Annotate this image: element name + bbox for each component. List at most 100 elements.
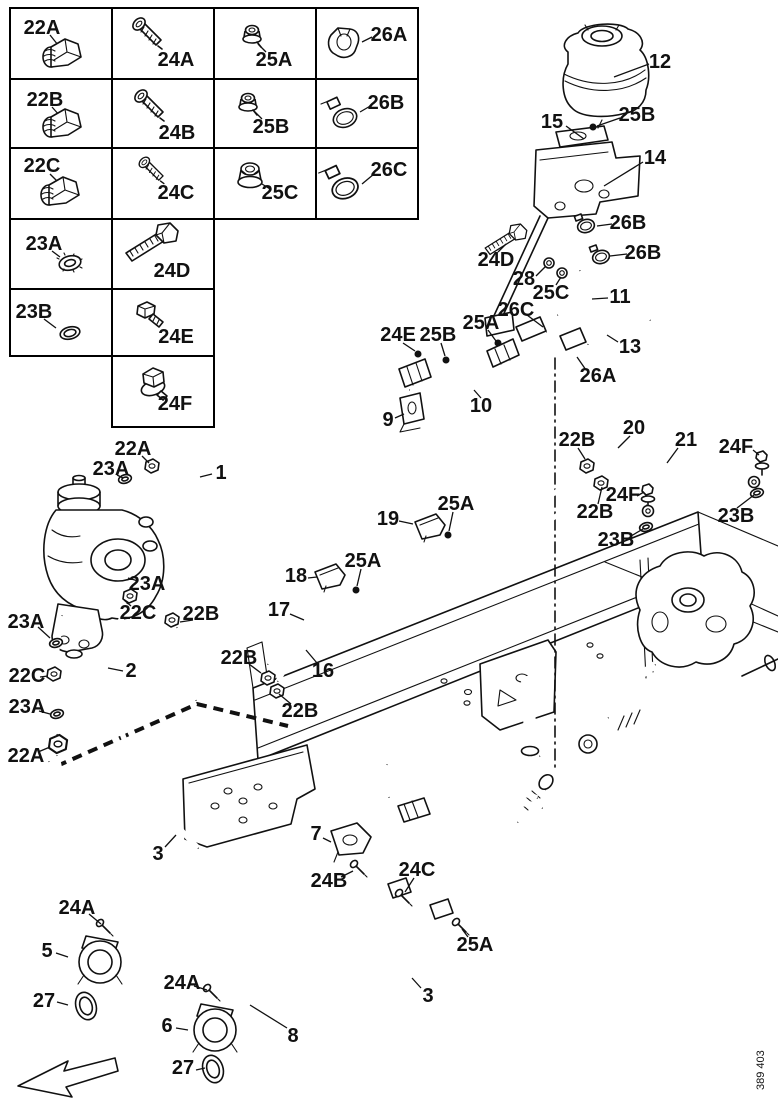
legend-part-label: 22B <box>27 89 64 111</box>
callout-label: 22A <box>8 745 45 767</box>
legend-leader-line <box>361 36 373 43</box>
callout-label: 23A <box>8 611 45 633</box>
callout-leader-line <box>116 474 124 479</box>
callout-label: 26B <box>625 242 662 264</box>
pipe-21 <box>601 475 756 508</box>
callout-label: 22B <box>183 603 220 625</box>
callout-leader-line <box>123 599 132 607</box>
callout-label: 24D <box>478 249 515 271</box>
callout-leader-line <box>38 710 51 715</box>
callout-leader-line <box>127 577 139 582</box>
boltD-icon <box>125 222 179 262</box>
callout-leader-line <box>630 528 644 537</box>
clampS-glyph <box>573 213 597 236</box>
callout-label: 27 <box>33 990 55 1012</box>
callout-target-dot <box>352 586 360 594</box>
callout-label: 26C <box>498 299 535 321</box>
callout-label: 23B <box>718 505 755 527</box>
callout-label: 8 <box>287 1025 298 1047</box>
callout-leader-line <box>576 356 587 371</box>
callout-label: 16 <box>312 660 334 682</box>
callout-leader-line <box>88 913 102 925</box>
callout-label: 25A <box>438 493 475 515</box>
legend-part-label: 24F <box>158 393 192 415</box>
reservoir-bracket-15 <box>555 119 609 148</box>
callout-label: 22B <box>221 647 258 669</box>
callout-label: 10 <box>470 395 492 417</box>
callout-label: 25A <box>457 934 494 956</box>
screwSm-glyph <box>450 916 470 936</box>
eyelet-glyph <box>747 475 761 489</box>
callout-label: 22C <box>9 665 46 687</box>
screw-icon <box>129 14 163 50</box>
callout-leader-line <box>596 117 621 127</box>
callout-leader-line <box>307 576 318 579</box>
callout-leader-line <box>193 985 208 991</box>
callout-label: 13 <box>619 336 641 358</box>
callout-label: 25C <box>533 282 570 304</box>
callout-label: 24F <box>719 436 753 458</box>
nut-glyph <box>164 612 180 628</box>
callout-label: 20 <box>623 417 645 439</box>
callout-label: 22C <box>120 602 157 624</box>
callout-label: 22B <box>559 429 596 451</box>
legend-part-label: 24B <box>159 122 196 144</box>
nut-glyph <box>47 733 69 755</box>
legend-leader-line <box>43 318 57 329</box>
legend-leader-line <box>359 104 373 113</box>
callout-leader-line <box>448 511 454 532</box>
callout-leader-line <box>340 870 354 878</box>
callout-leader-line <box>107 667 124 672</box>
callout-leader-line <box>603 161 644 187</box>
mount-bracket-14 <box>484 141 641 337</box>
callout-leader-line <box>565 125 585 140</box>
hose-10 <box>398 316 548 433</box>
screw-icon <box>136 154 165 185</box>
dashed-leader-line <box>56 701 289 768</box>
callout-label: 25A <box>345 550 382 572</box>
elbow-11 <box>556 269 591 320</box>
callout-leader-line <box>164 834 177 848</box>
callout-leader-line <box>535 266 546 277</box>
callout-leader-line <box>736 494 755 509</box>
callout-label: 7 <box>310 823 321 845</box>
oring-icon <box>58 323 82 343</box>
callout-target-dot <box>494 339 502 347</box>
clampB-icon <box>320 96 361 132</box>
legend-part-label: 25C <box>262 182 299 204</box>
callout-label: 6 <box>161 1015 172 1037</box>
callout-label: 22A <box>115 438 152 460</box>
hose-1 <box>154 451 214 701</box>
callout-label: 23A <box>129 573 166 595</box>
callout-label: 28 <box>513 268 535 290</box>
return-pipe <box>383 764 454 990</box>
callout-leader-line <box>613 63 650 78</box>
callout-label: 9 <box>382 409 393 431</box>
callout-label: 24A <box>164 972 201 994</box>
pipe-16 <box>275 486 601 683</box>
bracket-7 <box>330 822 372 863</box>
callout-label: 2 <box>125 660 136 682</box>
callout-leader-line <box>461 928 469 938</box>
screwSm-glyph <box>201 982 221 1002</box>
hose-3 <box>54 755 539 1011</box>
callout-leader-line <box>440 342 446 357</box>
direction-arrow-icon <box>17 1057 119 1098</box>
callout-leader-line <box>249 1004 288 1029</box>
callout-leader-line <box>591 297 609 300</box>
legend-part-label: 26C <box>371 159 408 181</box>
legend-cell <box>315 147 419 220</box>
callout-leader-line <box>526 314 544 328</box>
callout-label: 26A <box>580 365 617 387</box>
pipe-clip-18 <box>314 563 346 593</box>
callout-leader-line <box>606 334 619 343</box>
callout-label: 5 <box>41 940 52 962</box>
pipe-clip-19 <box>414 513 446 543</box>
nut-glyph <box>579 458 595 474</box>
eyelet-glyph <box>641 504 655 518</box>
ring-glyph <box>48 707 66 721</box>
callout-leader-line <box>39 675 49 678</box>
figure-code: 389 403 <box>755 1050 767 1090</box>
callout-label: 15 <box>541 111 563 133</box>
